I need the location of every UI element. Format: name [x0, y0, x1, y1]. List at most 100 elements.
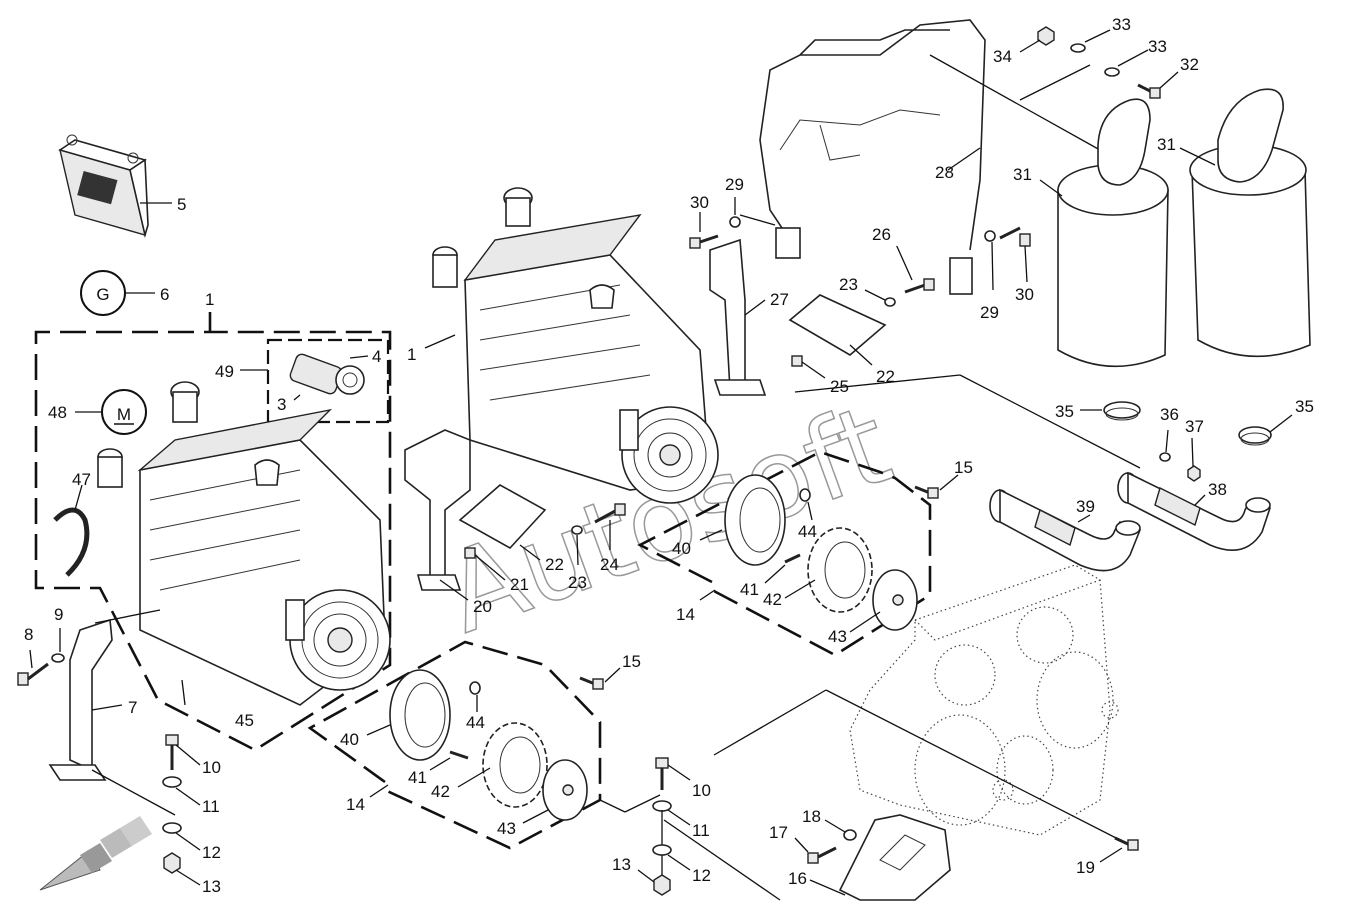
nut-34 — [1037, 26, 1055, 46]
callout-33b: 33 — [1148, 37, 1167, 56]
callout-30a: 30 — [690, 193, 709, 212]
callout-21: 21 — [510, 575, 529, 594]
front-direction-arrow-icon — [39, 816, 152, 891]
ring-40-lower — [389, 669, 451, 761]
gearbox-housing — [849, 564, 1119, 836]
callout-47: 47 — [72, 470, 91, 489]
callout-26: 26 — [872, 225, 891, 244]
washer-33-b — [1104, 67, 1120, 77]
callout-44b: 44 — [798, 522, 817, 541]
callout-38: 38 — [1208, 480, 1227, 499]
callout-15a: 15 — [622, 652, 641, 671]
callout-23a: 23 — [568, 573, 587, 592]
spacer-21 — [464, 547, 476, 559]
callout-labels: 1 1 3 4 5 6 7 8 9 10 10 11 11 12 12 13 1… — [24, 15, 1314, 896]
callout-9: 9 — [54, 605, 63, 624]
callout-36: 36 — [1160, 405, 1179, 424]
callout-39: 39 — [1076, 497, 1095, 516]
clamp-35-left — [1103, 401, 1141, 421]
bolt-41-lower — [449, 750, 469, 760]
callout-18: 18 — [802, 807, 821, 826]
callout-13a: 13 — [202, 877, 221, 896]
bolt-19 — [1114, 836, 1139, 851]
plate-22-left — [458, 484, 547, 550]
callout-31b: 31 — [1157, 135, 1176, 154]
cover-43-lower — [542, 759, 588, 821]
engine-left — [97, 381, 391, 706]
bolt-17 — [807, 846, 837, 864]
callout-1b: 1 — [407, 345, 416, 364]
callout-4: 4 — [372, 347, 381, 366]
callout-41a: 41 — [408, 768, 427, 787]
callout-19: 19 — [1076, 858, 1095, 877]
callout-42b: 42 — [763, 590, 782, 609]
bolt-24 — [594, 503, 626, 524]
muffler-31-left — [1057, 98, 1169, 368]
bolt-32 — [1137, 83, 1161, 99]
callout-10b: 10 — [692, 781, 711, 800]
washer-44-upper — [799, 488, 811, 502]
starter-motor — [289, 353, 365, 395]
callout-14b: 14 — [676, 605, 695, 624]
clamp-35-right — [1238, 426, 1272, 446]
callout-42a: 42 — [431, 782, 450, 801]
kit-m-letter: M — [117, 405, 131, 424]
bolt-26 — [904, 278, 935, 294]
muffler-frame-28 — [759, 19, 986, 251]
callout-5: 5 — [177, 195, 186, 214]
callout-14a: 14 — [346, 795, 365, 814]
callout-11b: 11 — [692, 821, 710, 840]
exhaust-pipe-38 — [1117, 471, 1271, 552]
washer-23-right — [884, 297, 896, 307]
callout-44a: 44 — [466, 713, 485, 732]
fastener-stack-left — [162, 734, 182, 874]
callout-12b: 12 — [692, 866, 711, 885]
callout-1a: 1 — [205, 290, 214, 309]
gear-42-upper — [807, 527, 873, 613]
callout-23b: 23 — [839, 275, 858, 294]
bolt-41-upper — [784, 553, 801, 564]
callout-11a: 11 — [202, 797, 220, 816]
washer-23-left — [571, 525, 583, 535]
callout-25: 25 — [830, 377, 849, 396]
engine-mount-27 — [709, 238, 767, 396]
ring-40-upper — [724, 474, 786, 566]
callout-43a: 43 — [497, 819, 516, 838]
hose-47 — [53, 507, 90, 577]
callout-49: 49 — [215, 362, 234, 381]
starter-kit-boundary — [266, 338, 390, 424]
engine-center — [432, 187, 719, 504]
kit-1-boundary — [34, 312, 392, 752]
callout-29b: 29 — [980, 303, 999, 322]
callout-35a: 35 — [1055, 402, 1074, 421]
callout-22b: 22 — [876, 367, 895, 386]
callout-40a: 40 — [340, 730, 359, 749]
callout-35b: 35 — [1295, 397, 1314, 416]
spacer-25 — [791, 355, 803, 367]
support-bracket-16 — [838, 814, 951, 901]
kit-g-letter: G — [96, 285, 109, 304]
callout-41b: 41 — [740, 580, 759, 599]
exhaust-pipe-39 — [989, 488, 1142, 572]
callout-24: 24 — [600, 555, 619, 574]
callout-31a: 31 — [1013, 165, 1032, 184]
callout-40b: 40 — [672, 539, 691, 558]
bolt-15-upper — [914, 485, 939, 499]
washer-29-right — [984, 230, 996, 242]
callout-10a: 10 — [202, 758, 221, 777]
washer-33-a — [1070, 43, 1086, 53]
washer-44-lower — [469, 681, 481, 695]
callout-27: 27 — [770, 290, 789, 309]
callout-20: 20 — [473, 597, 492, 616]
callout-3: 3 — [277, 395, 286, 414]
gear-42-lower — [482, 722, 548, 808]
washer-36 — [1159, 452, 1171, 462]
callout-33a: 33 — [1112, 15, 1131, 34]
ecu-module — [58, 134, 149, 239]
plate-22-right — [788, 294, 887, 356]
callout-16: 16 — [788, 869, 807, 888]
callout-43b: 43 — [828, 627, 847, 646]
callout-8: 8 — [24, 625, 33, 644]
washer-18 — [843, 829, 857, 841]
